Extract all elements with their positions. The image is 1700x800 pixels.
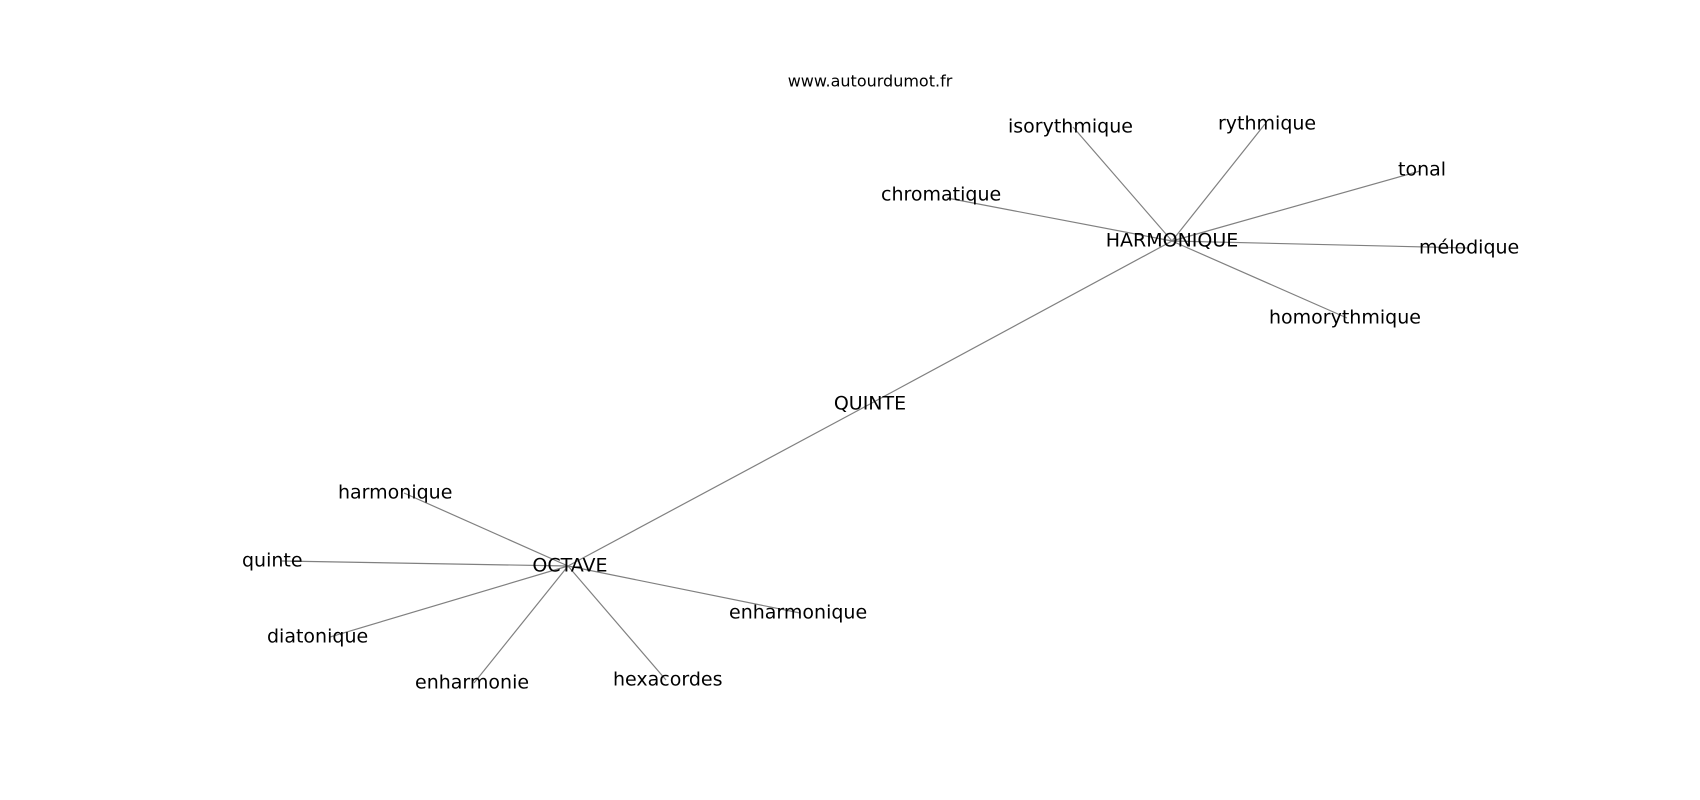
node-label-quinte: quinte [242, 550, 303, 572]
edges-layer [281, 123, 1470, 684]
edge-quinte_c-harmonique_c [869, 240, 1173, 405]
node-label-chromatique: chromatique [881, 184, 1001, 206]
node-label-harmonique: harmonique [338, 482, 452, 504]
edge-octave-diatonique [329, 565, 569, 638]
edge-harmonique_c-chromatique [946, 197, 1173, 242]
node-label-melodique: mélodique [1419, 237, 1519, 259]
node-label-quinte_c: QUINTE [834, 393, 906, 415]
edge-quinte_c-octave [567, 403, 871, 567]
nodes-layer: QUINTE OCTAVE HARMONIQUE harmonique quinte di… [242, 113, 1519, 694]
node-label-rythmique: rythmique [1218, 113, 1316, 135]
edge-octave-harmonique [403, 492, 569, 567]
edge-octave-hexacordes [567, 565, 667, 681]
node-label-enharmonique: enharmonique [729, 602, 867, 624]
node-label-homorythmique: homorythmique [1269, 307, 1421, 329]
edge-harmonique_c-tonal [1171, 170, 1421, 242]
node-label-hexacordes: hexacordes [613, 669, 722, 691]
node-label-tonal: tonal [1398, 159, 1446, 181]
edge-harmonique_c-melodique [1171, 240, 1470, 249]
edge-octave-enharmonique [567, 565, 801, 614]
edge-harmonique_c-isorythmique [1072, 126, 1173, 242]
node-label-isorythmique: isorythmique [1008, 116, 1133, 138]
source-label[interactable]: www.autourdumot.fr [788, 72, 953, 91]
edge-harmonique_c-rythmique [1171, 123, 1266, 242]
node-label-diatonique: diatonique [267, 626, 368, 648]
node-label-octave: OCTAVE [532, 555, 607, 577]
edge-harmonique_c-homorythmique [1171, 240, 1348, 319]
node-label-harmonique_c: HARMONIQUE [1106, 230, 1239, 252]
node-label-enharmonie: enharmonie [415, 672, 529, 694]
edge-octave-quinte [281, 560, 569, 567]
edge-octave-enharmonie [473, 565, 569, 684]
